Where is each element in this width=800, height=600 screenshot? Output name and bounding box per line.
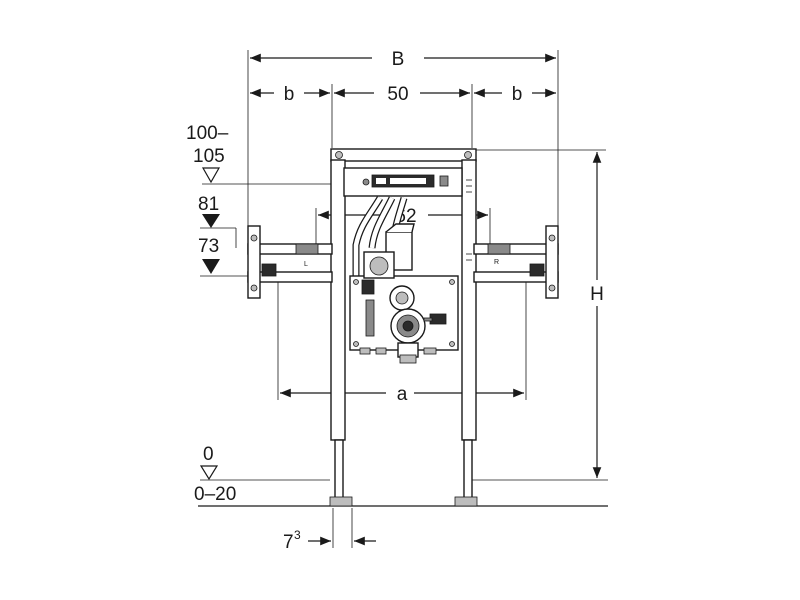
installation-frame: L R xyxy=(247,148,559,507)
extension-lines xyxy=(200,50,606,548)
dimension-B: B xyxy=(250,49,556,70)
dim-label-b-right: b xyxy=(512,84,523,105)
level-73: 73 xyxy=(198,236,220,274)
level-label-105: 105 xyxy=(193,146,225,167)
dimension-b-right: b xyxy=(474,84,556,105)
dim-label-7: 7 xyxy=(283,532,294,553)
level-triangle-open-icon xyxy=(199,465,219,481)
level-label-0: 0 xyxy=(203,444,214,465)
left-side-mark: L xyxy=(304,261,308,268)
dimension-H: H xyxy=(590,152,604,478)
level-0: 0 0–20 xyxy=(194,444,330,505)
level-label-73: 73 xyxy=(198,236,219,257)
level-label-100: 100– xyxy=(186,123,229,144)
dim-label-b-left: b xyxy=(284,84,295,105)
level-81: 81 xyxy=(198,194,220,228)
dim-label-50: 50 xyxy=(387,84,408,105)
dimension-a: a xyxy=(280,384,524,405)
dim-label-exp: 3 xyxy=(294,528,301,542)
dim-label-H: H xyxy=(590,284,604,305)
level-triangle-filled-icon xyxy=(202,259,220,274)
dim-label-a: a xyxy=(397,384,408,405)
level-100-105: 100– 105 xyxy=(186,123,229,184)
level-triangle-open-icon xyxy=(201,167,221,184)
level-label-0-20: 0–20 xyxy=(194,484,236,505)
valve-assembly xyxy=(349,179,472,364)
dim-label-B: B xyxy=(392,49,405,70)
dimension-b-left: b xyxy=(250,84,330,105)
right-side-mark: R xyxy=(494,259,499,266)
dimension-7-3: 7 3 xyxy=(283,528,376,553)
level-triangle-filled-icon xyxy=(202,214,220,228)
level-label-81: 81 xyxy=(198,194,219,215)
dimension-50: 50 xyxy=(334,84,470,105)
